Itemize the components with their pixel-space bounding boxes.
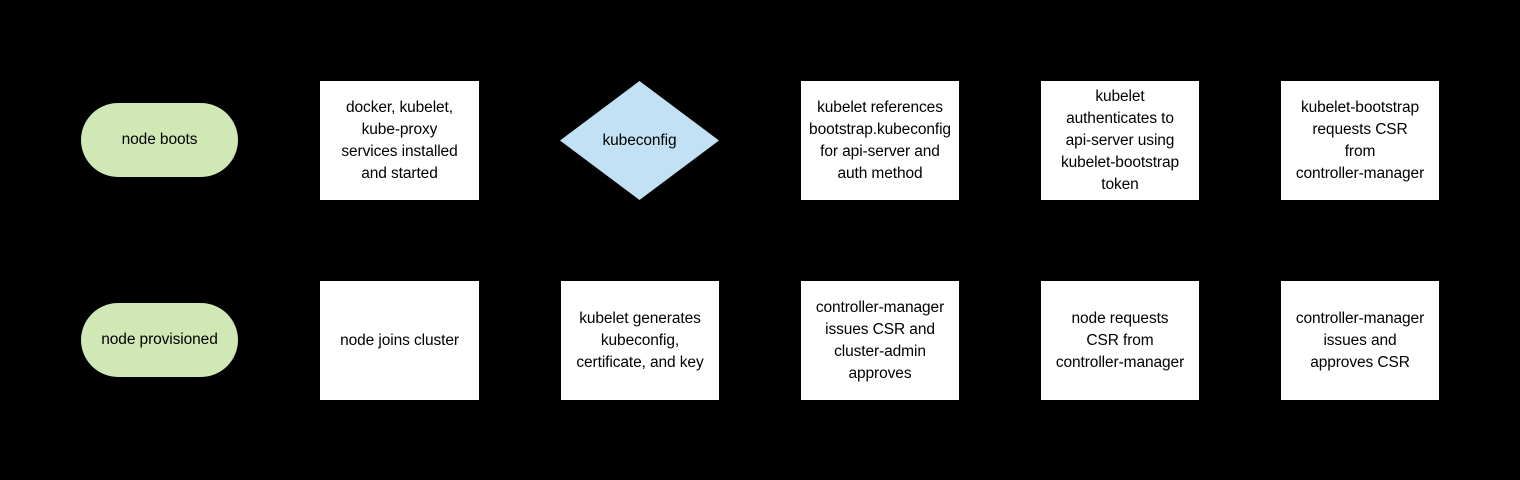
flow-node-kubelet-references-bootstrap[interactable]: kubelet references bootstrap.kubeconfig … (801, 81, 959, 200)
flow-node-kubeconfig-decision[interactable]: kubeconfig (560, 81, 719, 200)
flow-node-label: controller-manager issues CSR and cluste… (815, 298, 945, 382)
flow-node-kubelet-generates[interactable]: kubelet generates kubeconfig, certificat… (561, 281, 719, 400)
flow-node-label: node boots (121, 131, 198, 148)
flow-node-cm-issues-csr-admin-approves[interactable]: controller-manager issues CSR and cluste… (801, 281, 959, 400)
flow-node-label: docker, kubelet, kube-proxy services ins… (341, 98, 458, 182)
flow-node-bootstrap-requests-csr[interactable]: kubelet-bootstrap requests CSR from cont… (1281, 81, 1439, 200)
flow-node-node-requests-csr[interactable]: node requests CSR from controller-manage… (1041, 281, 1199, 400)
flow-node-label: kubeconfig (602, 131, 677, 149)
flow-node-label: kubelet references bootstrap.kubeconfig … (809, 98, 951, 182)
flow-node-node-provisioned[interactable]: node provisioned (81, 303, 238, 377)
flow-node-label: node provisioned (101, 331, 218, 348)
flow-node-label: kubelet-bootstrap requests CSR from cont… (1295, 98, 1425, 182)
flow-node-label: node joins cluster (340, 331, 459, 349)
flow-node-cm-issues-approves-csr[interactable]: controller-manager issues and approves C… (1281, 281, 1439, 400)
flow-node-label: node requests CSR from controller-manage… (1055, 309, 1185, 371)
flow-node-kubelet-authenticates[interactable]: kubelet authenticates to api-server usin… (1041, 81, 1199, 200)
flow-node-node-boots[interactable]: node boots (81, 103, 238, 177)
flow-node-label: kubelet generates kubeconfig, certificat… (576, 309, 704, 371)
flow-node-label: controller-manager issues and approves C… (1295, 309, 1425, 371)
flow-node-node-joins-cluster[interactable]: node joins cluster (320, 281, 479, 400)
flow-node-label: kubelet authenticates to api-server usin… (1060, 87, 1180, 193)
flow-node-services-installed[interactable]: docker, kubelet, kube-proxy services ins… (320, 81, 479, 200)
